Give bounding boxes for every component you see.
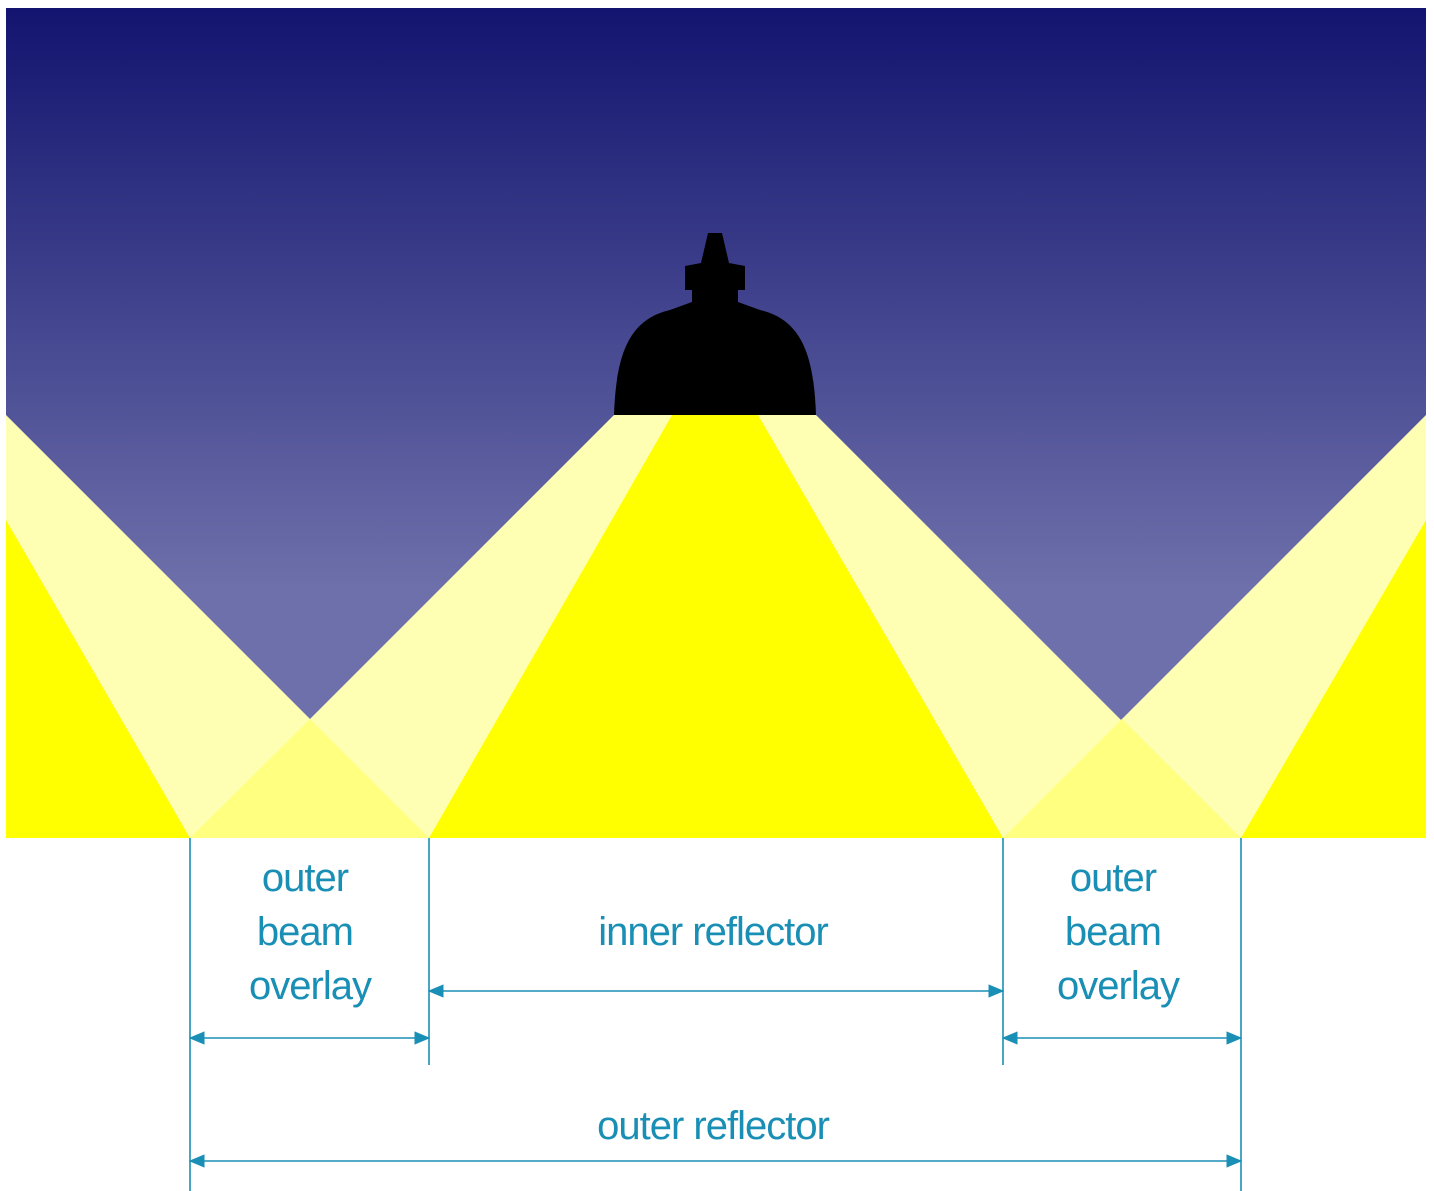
label-line: outer [1070,856,1157,900]
scene [0,8,1434,1025]
label-line: overlay [1057,964,1180,1008]
inner-reflector-label: inner reflector [598,910,828,954]
label-line: outer [262,856,349,900]
label-line: beam [1065,910,1161,954]
outer-beam-overlay-right-label: outer beam overlay [1057,856,1180,1008]
label-line: overlay [249,964,372,1008]
outer-reflector-label: outer reflector [597,1104,829,1148]
outer-beam-overlay-left-label: outer beam overlay [249,856,372,1008]
label-line: beam [257,910,353,954]
